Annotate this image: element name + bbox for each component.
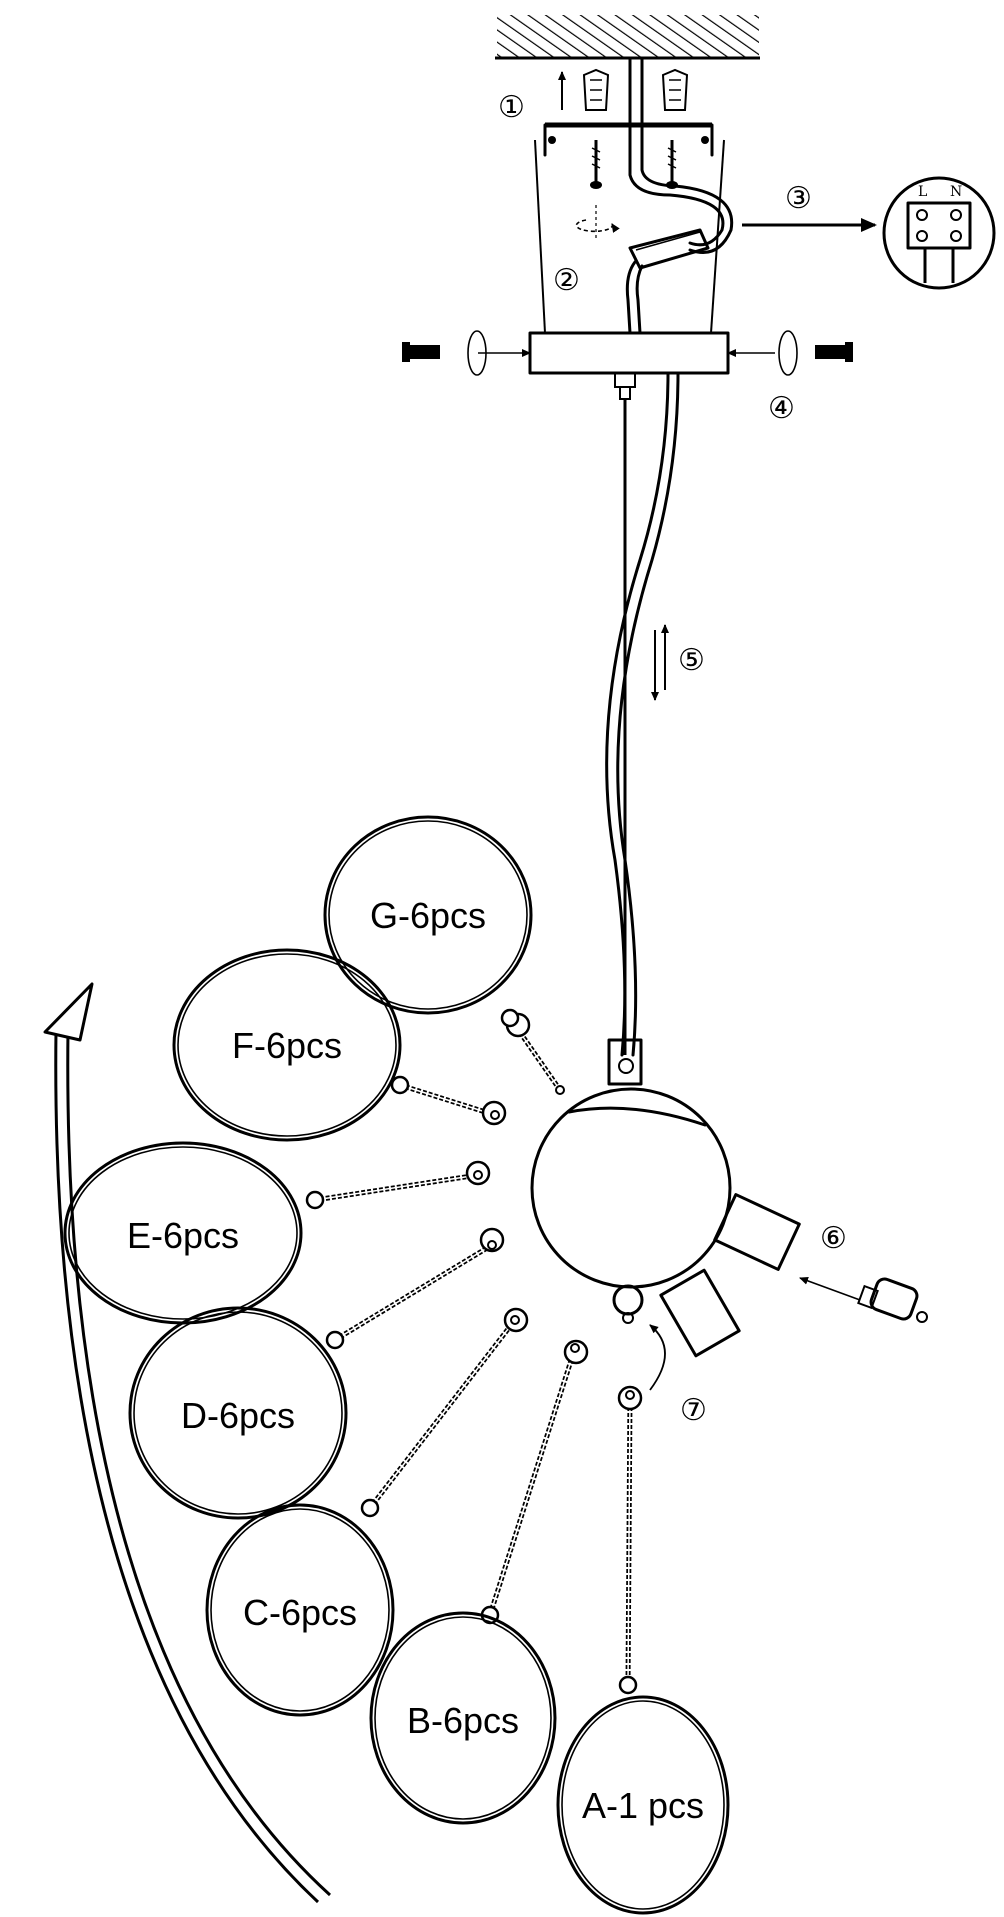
shade-hook-f — [390, 1075, 410, 1095]
shade-g: G-6pcs — [323, 815, 533, 1015]
shade-label-c: C-6pcs — [243, 1592, 357, 1633]
shade-hook-a — [618, 1675, 638, 1695]
shade-hook-g — [500, 1008, 520, 1028]
terminal-diagram: L N — [882, 176, 996, 290]
bulb-icon — [799, 1276, 928, 1323]
shade-outline-a — [556, 1695, 730, 1915]
rotate-arrow-icon — [575, 205, 620, 238]
shade-f: F-6pcs — [172, 948, 402, 1142]
chain-ring-b — [570, 1343, 580, 1353]
neutral-label: N — [950, 184, 962, 200]
chains-group — [305, 1008, 643, 1695]
chain-highlight-e — [314, 1174, 479, 1201]
chain-highlight-d — [334, 1244, 493, 1341]
canopy-side-left — [534, 139, 546, 334]
shade-hook-c — [360, 1498, 380, 1518]
canopy-plate — [528, 331, 730, 375]
step-3-label: ③ — [785, 181, 812, 216]
shades-group: A-1 pcs B-6pcs C-6pcs D-6pcs E-6pcs F-6pcs G-6… — [63, 815, 730, 1915]
shade-inner-outline-g — [328, 820, 528, 1010]
shade-e: E-6pcs — [63, 1141, 303, 1325]
sphere-body — [530, 1087, 732, 1289]
shade-inner-outline-a — [561, 1700, 725, 1910]
mounting-bracket — [543, 122, 714, 157]
terminal-block — [628, 228, 710, 270]
side-screw-left-icon — [402, 342, 440, 362]
ceiling — [495, 15, 760, 60]
shade-b: B-6pcs — [369, 1611, 557, 1825]
step-2-label: ② — [553, 263, 580, 298]
step-4-label: ④ — [768, 391, 795, 426]
step-7-arrow — [649, 1324, 666, 1391]
power-cord-outer — [616, 371, 680, 1057]
lamp-holder-3 — [612, 1284, 644, 1324]
lamp-holder-2 — [659, 1268, 741, 1358]
shade-label-b: B-6pcs — [407, 1700, 519, 1741]
shade-inner-outline-b — [374, 1616, 552, 1820]
height-adjust-icon — [651, 624, 669, 701]
shade-label-g: G-6pcs — [370, 895, 486, 936]
wall-anchor-left-icon — [582, 68, 610, 111]
chain-highlight-b — [489, 1347, 576, 1616]
chain-highlight-f — [399, 1084, 496, 1116]
shade-inner-outline-c — [210, 1508, 390, 1712]
chain-ring-d — [487, 1240, 497, 1250]
side-rotate-left-icon — [467, 330, 531, 376]
shade-d: D-6pcs — [128, 1306, 348, 1520]
shade-label-a: A-1 pcs — [582, 1785, 704, 1826]
step-7-label: ⑦ — [680, 1393, 707, 1428]
wall-anchor-right-icon — [661, 68, 689, 111]
step-5-label: ⑤ — [678, 643, 705, 678]
sphere-hook — [607, 1038, 643, 1086]
shade-inner-outline-e — [68, 1146, 298, 1320]
chain-ring-e — [473, 1170, 483, 1180]
shade-label-e: E-6pcs — [127, 1215, 239, 1256]
shade-hook-d — [325, 1330, 345, 1350]
shade-label-d: D-6pcs — [181, 1395, 295, 1436]
shade-outline-f — [172, 948, 402, 1142]
power-cord — [605, 371, 670, 1057]
shade-a: A-1 pcs — [556, 1695, 730, 1915]
shade-label-f: F-6pcs — [232, 1025, 342, 1066]
chain-ring-f — [490, 1110, 500, 1120]
chain-highlight-c — [369, 1319, 516, 1509]
step-6-label: ⑥ — [820, 1221, 847, 1256]
shade-outline-c — [205, 1503, 395, 1717]
shade-outline-b — [369, 1611, 557, 1825]
chain-ring-c — [510, 1315, 520, 1325]
chain-highlight-a — [627, 1394, 631, 1686]
bracket-screw-left-icon — [590, 140, 602, 189]
canopy-side-right — [710, 139, 725, 334]
assembly-order-arrow — [66, 1029, 332, 1897]
cable-grip — [614, 372, 636, 400]
lamp-wire-upper — [625, 260, 637, 335]
side-rotate-right-icon — [727, 330, 798, 376]
assembly-order-arrow-inner — [54, 1029, 320, 1904]
bracket-screw-right-icon — [666, 140, 678, 189]
assembly-order-arrowhead-icon — [43, 982, 94, 1042]
shade-outline-e — [63, 1141, 303, 1325]
side-screw-right-icon — [815, 342, 853, 362]
mains-wire — [628, 56, 725, 247]
live-label: L — [918, 184, 927, 200]
shade-outline-g — [323, 815, 533, 1015]
step-1-label: ① — [498, 90, 525, 125]
shade-inner-outline-f — [177, 953, 397, 1137]
shade-c: C-6pcs — [205, 1503, 395, 1717]
chain-ring-a — [625, 1390, 635, 1400]
shade-hook-e — [305, 1190, 325, 1210]
chain-ring-g — [555, 1085, 565, 1095]
lamp-wire-upper-2 — [635, 264, 644, 335]
